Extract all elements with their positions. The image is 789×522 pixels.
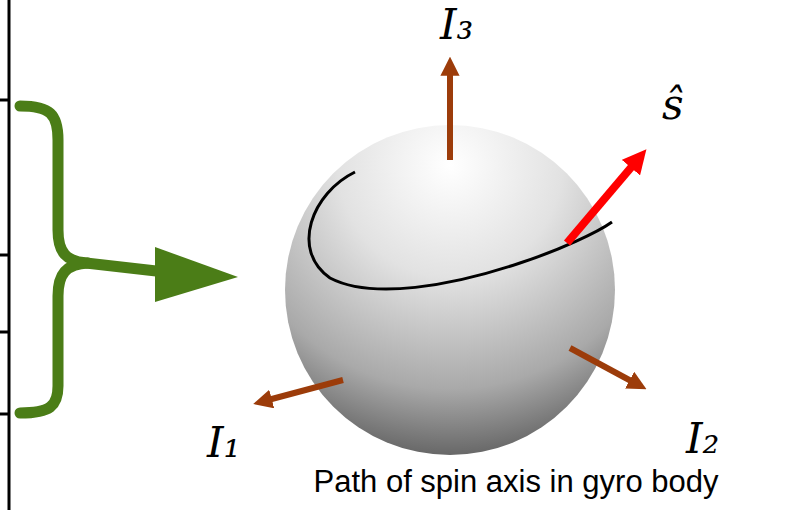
green-arrow-shaft (86, 263, 165, 272)
axis-arrow (570, 348, 633, 382)
spin-axis-path (309, 172, 612, 289)
table-edge (0, 0, 9, 510)
gyro-sphere (285, 125, 615, 455)
axis-label: I₁ (207, 422, 240, 464)
axis-label: I₃ (440, 4, 473, 46)
spin-axis-label: ŝ (662, 84, 684, 126)
caption: Path of spin axis in gyro body (314, 466, 719, 497)
green-arrow-head (155, 247, 238, 302)
axis-arrow (268, 380, 343, 400)
spin-axis-arrow (567, 164, 634, 243)
axis-arrow (447, 72, 453, 160)
axis-label: I₂ (686, 418, 719, 460)
green-bracket (20, 106, 88, 413)
